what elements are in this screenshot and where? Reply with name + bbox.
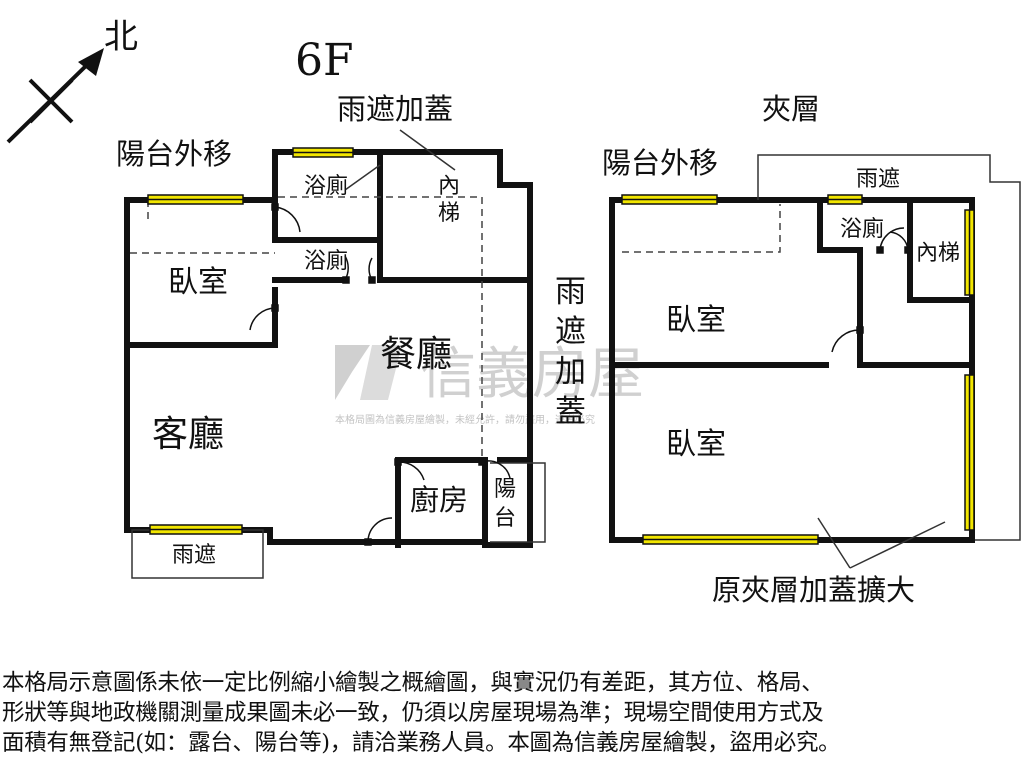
canopy-addition-top-label: 雨遮加蓋 [337,92,453,126]
bath-lower-label: 浴廁 [304,249,348,274]
disclaimer-line: 形狀等與地政機關測量成果圖未必一致，仍須以房屋現場為準；現場空間使用方式及 [2,700,824,726]
canopy-bottom-label: 雨遮 [172,543,216,568]
disclaimer-line: 本格局示意圖係未依一定比例縮小繪製之概繪圖，與實況仍有差距，其方位、格局、 [2,670,824,696]
disclaimer-line: 面積有無登記(如：露台、陽台等)，請洽業務人員。本圖為信義房屋繪製，盜用必究。 [2,730,841,756]
svg-text:遮: 遮 [555,314,586,350]
living-label: 客廳 [152,414,224,455]
mezzanine-dashed [622,204,781,253]
north-label: 北 [104,17,138,57]
canopy-mezz-label: 雨遮 [856,167,900,192]
bath-mezz-label: 浴廁 [840,217,884,242]
mezzanine-doors [831,227,912,353]
floor-6f-title: 6F [295,35,354,86]
bath-upper-label: 浴廁 [304,174,348,199]
balcony-label-line2: 台 [494,506,516,531]
floor-6f-doors [249,203,511,546]
floor-plan-diagram: 北 信義房屋 本格局圖為信義房屋繪製，未經允許，請勿盜用，違者必究 [6,17,1021,607]
mezzanine-floor [609,197,975,543]
svg-text:加: 加 [555,354,586,390]
svg-text:雨: 雨 [555,274,586,310]
floor-6f [124,149,533,548]
dining-label: 餐廳 [380,334,452,375]
arrow-head-icon [78,48,104,76]
north-arrow [6,48,104,144]
balcony-move-label-6f: 陽台外移 [116,137,232,171]
floor-6f-windows [147,147,354,535]
stairs-mezz-label: 內梯 [916,241,960,266]
svg-text:蓋: 蓋 [555,394,586,430]
expansion-label: 原夾層加蓋擴大 [712,573,915,607]
balcony-move-label-mezz: 陽台外移 [602,146,718,180]
mezzanine-title: 夾層 [762,92,820,126]
watermark-logo-icon [335,345,370,400]
bedroom-upper-mezz-label: 臥室 [666,303,726,338]
kitchen-label: 廚房 [410,483,468,517]
floor-6f-thin [131,129,546,579]
canopy-addition-side-label: 雨 遮 加 蓋 [555,274,586,430]
balcony-label-line1: 陽 [494,477,516,502]
bedroom-6f-label: 臥室 [168,265,228,300]
disclaimer: 本格局示意圖係未依一定比例縮小繪製之概繪圖，與實況仍有差距，其方位、格局、 形狀… [2,668,1022,758]
mezzanine-windows [621,194,975,545]
stairs-label-line1: 內 [438,174,460,199]
stairs-label-line2: 梯 [438,201,460,226]
mezzanine-thin [757,154,1021,569]
bedroom-lower-mezz-label: 臥室 [666,427,726,462]
